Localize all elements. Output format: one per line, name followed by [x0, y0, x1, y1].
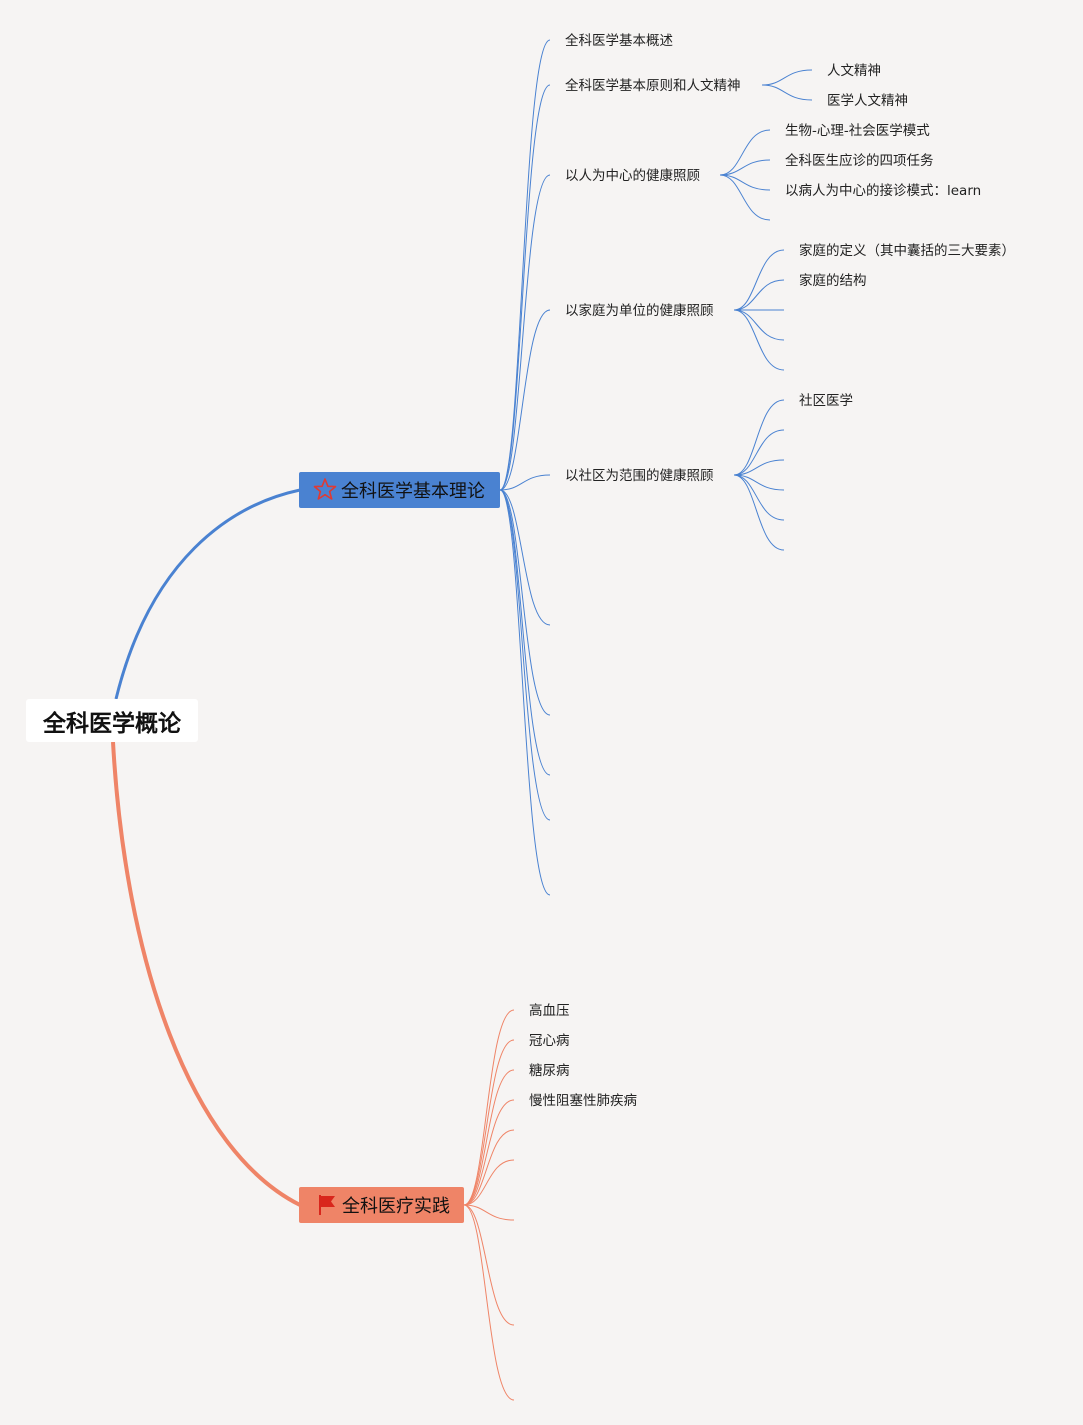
subtopic-medical-humanism[interactable]: 医学人文精神: [827, 93, 908, 109]
star-icon: [313, 478, 337, 500]
topic-person-centered[interactable]: 以人为中心的健康照顾: [565, 168, 700, 184]
community-connector-2: [733, 459, 785, 476]
theory-connector-4: [499, 474, 551, 491]
practice-connector-2: [463, 1069, 515, 1206]
community-connector-1: [733, 429, 785, 476]
theory-connector-7: [499, 489, 551, 776]
theory-connector-6: [499, 489, 551, 716]
branch-label-theory: 全科医学基本理论: [341, 481, 485, 502]
family-connector-1: [733, 279, 785, 311]
topic-family-care[interactable]: 以家庭为单位的健康照顾: [565, 303, 714, 319]
subtopic-four-tasks[interactable]: 全科医生应诊的四项任务: [785, 153, 934, 169]
practice-connector-8: [463, 1204, 515, 1401]
person-connector-2: [719, 174, 771, 191]
topic-community-care[interactable]: 以社区为范围的健康照顾: [565, 468, 714, 484]
subtopic-humanism[interactable]: 人文精神: [827, 63, 881, 79]
theory-connector-5: [499, 489, 551, 626]
flag-icon: [319, 1195, 335, 1215]
subtopic-learn-model[interactable]: 以病人为中心的接诊模式：learn: [785, 183, 982, 199]
root-node[interactable]: 全科医学概论: [26, 699, 198, 742]
root-to-branch-1-connector: [114, 488, 301, 700]
root-to-branch-2-connector: [111, 741, 301, 1207]
person-connector-1: [719, 159, 771, 176]
practice-connector-5: [463, 1159, 515, 1206]
person-connector-0: [719, 129, 771, 176]
practice-connector-4: [463, 1129, 515, 1206]
topic-overview[interactable]: 全科医学基本概述: [565, 33, 673, 49]
community-connector-4: [733, 474, 785, 521]
theory-connector-8: [499, 489, 551, 821]
topic-principles[interactable]: 全科医学基本原则和人文精神: [565, 78, 741, 94]
practice-connector-7: [463, 1204, 515, 1326]
community-connector-0: [733, 399, 785, 476]
practice-connector-3: [463, 1099, 515, 1206]
family-connector-3: [733, 309, 785, 341]
topic-coronary-heart-disease[interactable]: 冠心病: [529, 1033, 570, 1049]
theory-connector-9: [499, 489, 551, 896]
root-label: 全科医学概论: [43, 710, 181, 737]
theory-connector-3: [499, 309, 551, 491]
community-connector-3: [733, 474, 785, 491]
practice-connector-0: [463, 1009, 515, 1206]
practice-connector-6: [463, 1204, 515, 1221]
family-connector-0: [733, 249, 785, 311]
branch-node-practice[interactable]: 全科医疗实践: [299, 1187, 464, 1223]
subtopic-family-definition[interactable]: 家庭的定义（其中囊括的三大要素）: [799, 243, 1015, 259]
subtopic-biopsychosocial-model[interactable]: 生物-心理-社会医学模式: [785, 123, 930, 139]
topic-copd[interactable]: 慢性阻塞性肺疾病: [529, 1093, 637, 1109]
community-connector-5: [733, 474, 785, 551]
family-connector-4: [733, 309, 785, 371]
theory-connector-2: [499, 174, 551, 491]
principles-connector-0: [761, 69, 813, 86]
topic-diabetes[interactable]: 糖尿病: [529, 1063, 570, 1079]
topic-hypertension[interactable]: 高血压: [529, 1003, 570, 1019]
subtopic-family-structure[interactable]: 家庭的结构: [799, 273, 867, 289]
person-connector-3: [719, 174, 771, 221]
practice-connector-1: [463, 1039, 515, 1206]
subtopic-community-medicine[interactable]: 社区医学: [799, 393, 853, 409]
branch-node-theory[interactable]: 全科医学基本理论: [299, 472, 500, 508]
theory-connector-1: [499, 84, 551, 491]
branch-label-practice: 全科医疗实践: [342, 1196, 450, 1217]
principles-connector-1: [761, 84, 813, 101]
